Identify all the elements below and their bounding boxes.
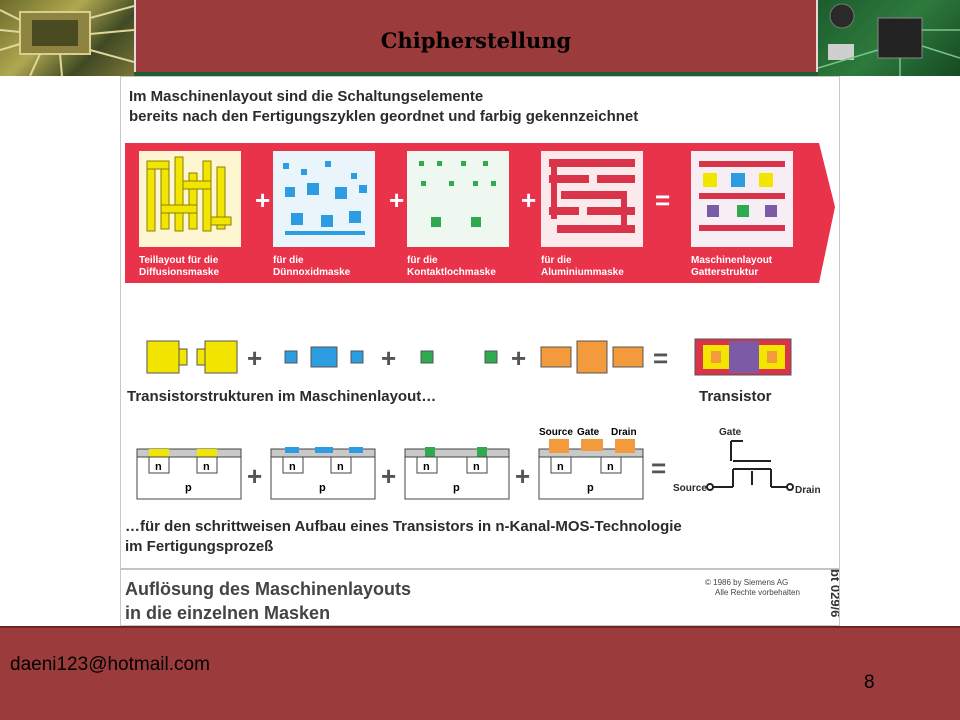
mask-label-3b: Kontaktlochmaske	[407, 267, 496, 278]
copyright-line-1: © 1986 by Siemens AG	[705, 578, 788, 587]
drain-label: Drain	[611, 427, 637, 438]
n-label: n	[473, 461, 480, 473]
n-label: n	[337, 461, 344, 473]
plus-sign: +	[381, 461, 396, 491]
pcb-image-right	[818, 0, 960, 76]
p-label: p	[453, 482, 460, 494]
mask-label-2a: für die	[273, 255, 304, 266]
panel-diffusion	[139, 151, 241, 247]
equals-sign: =	[651, 453, 666, 483]
bottom-line-1: …für den schrittweisen Aufbau eines Tran…	[125, 518, 682, 535]
plus-sign: +	[247, 461, 262, 491]
intro-line-1: Im Maschinenlayout sind die Schaltungsel…	[129, 88, 483, 105]
plus-sign: +	[255, 185, 270, 215]
panel-thin-oxide	[273, 151, 375, 247]
mask-label-1b: Diffusionsmaske	[139, 267, 219, 278]
footer-bar: daeni123@hotmail.com 8	[0, 626, 960, 720]
mosfet-symbol	[706, 440, 794, 491]
copyright-line-2: Alle Rechte vorbehalten	[715, 588, 800, 597]
figure-code: bt 029/6	[828, 569, 839, 617]
equals-sign: =	[655, 185, 670, 215]
mask-label-3a: für die	[407, 255, 438, 266]
plus-sign: +	[521, 185, 536, 215]
mask-label-1a: Teillayout für die	[139, 255, 219, 266]
mask-label-5a: Maschinenlayout	[691, 255, 773, 266]
n-label: n	[203, 461, 210, 473]
caption-line-1: Auflösung des Maschinenlayouts	[125, 579, 411, 599]
n-label: n	[155, 461, 162, 473]
n-label: n	[289, 461, 296, 473]
n-label: n	[607, 461, 614, 473]
pcb-image-left	[0, 0, 134, 76]
footer-email: daeni123@hotmail.com	[10, 654, 210, 675]
p-label: p	[185, 482, 192, 494]
mask-label-2b: Dünnoxidmaske	[273, 267, 351, 278]
plus-sign: +	[511, 343, 526, 373]
cross-section-3: n n p	[404, 447, 510, 500]
slide-title: Chipherstellung	[380, 28, 572, 53]
mask-label-4b: Aluminiummaske	[541, 267, 624, 278]
panel-aluminium	[541, 151, 643, 247]
symbol-source-label: Source	[673, 483, 707, 494]
plus-sign: +	[515, 461, 530, 491]
gate-label: Gate	[577, 427, 600, 438]
transistor-label: Transistor	[699, 388, 772, 405]
p-label: p	[587, 482, 594, 494]
source-label: Source	[539, 427, 573, 438]
mask-label-5b: Gatterstruktur	[691, 267, 758, 278]
panel-contact	[407, 151, 509, 247]
caption-line-2: in die einzelnen Masken	[125, 603, 330, 623]
cross-section-1: n n p	[136, 448, 242, 500]
bottom-line-2: im Fertigungsprozeß	[125, 538, 273, 555]
n-label: n	[557, 461, 564, 473]
plus-sign: +	[389, 185, 404, 215]
p-label: p	[319, 482, 326, 494]
cross-section-2: n n p	[270, 447, 376, 500]
transistor-structures-label: Transistorstrukturen im Maschinenlayout…	[127, 388, 436, 405]
symbol-gate-label: Gate	[719, 427, 742, 438]
plus-sign: +	[247, 343, 262, 373]
panel-gate-structure	[691, 151, 793, 247]
symbol-drain-label: Drain	[795, 485, 821, 496]
transistor-structures-row: + + + =	[146, 338, 792, 376]
mask-label-4a: für die	[541, 255, 572, 266]
n-label: n	[423, 461, 430, 473]
equals-sign: =	[653, 343, 668, 373]
page-number: 8	[864, 672, 875, 693]
mask-layout-figure: Im Maschinenlayout sind die Schaltungsel…	[120, 76, 843, 626]
intro-line-2: bereits nach den Fertigungszyklen geordn…	[129, 108, 638, 125]
cross-section-4: Source Gate Drain n n p	[538, 427, 644, 500]
title-bar: Chipherstellung	[134, 0, 818, 72]
plus-sign: +	[381, 343, 396, 373]
